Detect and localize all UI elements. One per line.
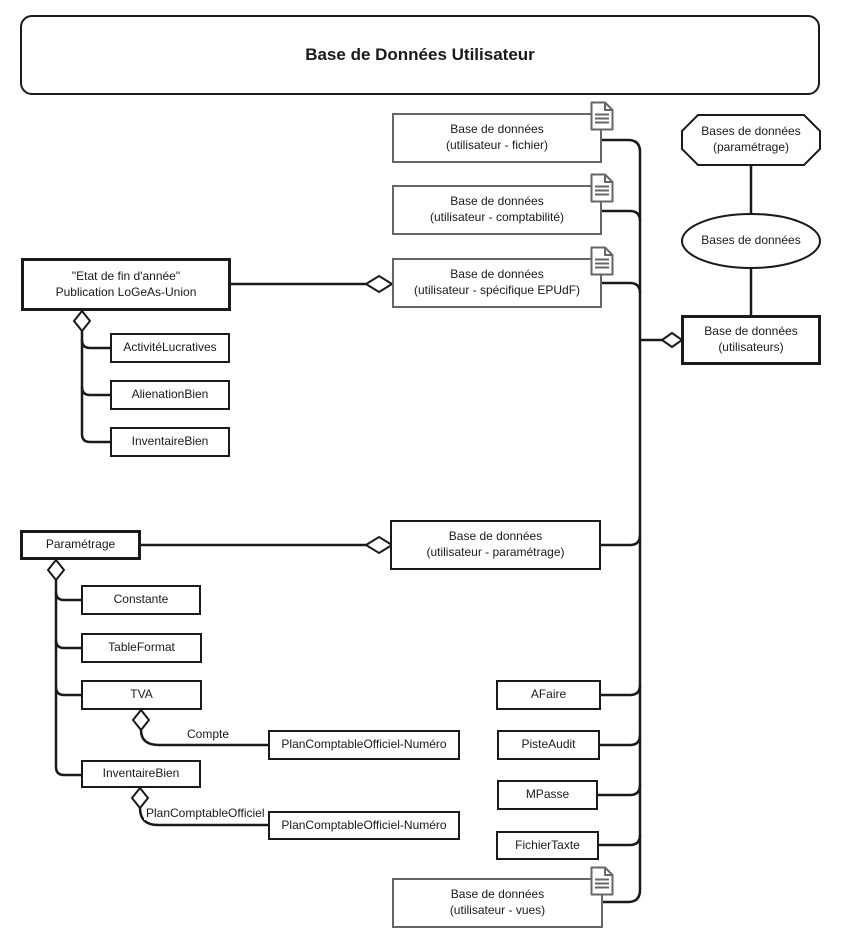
node-label: PisteAudit [521, 737, 576, 752]
edge-param-tva [54, 686, 81, 697]
node-label: "Etat de fin d'année" [71, 268, 181, 283]
node-label: PlanComptableOfficiel-Numéro [281, 817, 447, 832]
node-label: InventaireBien [131, 434, 209, 449]
edge-etat-activite [80, 339, 110, 350]
edge-label-compte: Compte [185, 727, 232, 741]
trunk-line [602, 138, 642, 904]
node-label: Base de données [450, 887, 545, 902]
diamond-utilisateurs [660, 331, 684, 349]
node-db-utilisateurs: Base de données (utilisateurs) [681, 315, 821, 365]
document-icon [590, 173, 614, 203]
diamond-inventairebien [130, 786, 150, 810]
edge-param-constante [54, 591, 81, 602]
node-inventaire-bien-etat: InventaireBien [110, 427, 230, 457]
diamond-db-parametrage [364, 535, 394, 555]
node-label: (utilisateur - spécifique EPUdF) [413, 283, 581, 297]
node-pco-numero-1: PlanComptableOfficiel-Numéro [268, 730, 460, 760]
node-label: AFaire [530, 687, 567, 702]
node-db-epudf: Base de données (utilisateur - spécifiqu… [392, 258, 602, 308]
node-label: Base de données [450, 267, 544, 282]
edge-afaire-trunk [601, 684, 642, 697]
node-label: (utilisateurs) [718, 340, 784, 354]
node-label: (paramétrage) [712, 140, 789, 154]
node-label: Base de données [450, 122, 544, 137]
diamond-epudf [364, 274, 394, 294]
edge-param-tableformat [54, 639, 81, 650]
edge-mpasse-trunk [598, 784, 642, 797]
node-label: Base de données [448, 529, 543, 544]
node-piste-audit: PisteAudit [497, 730, 600, 760]
edge-etat-inventaire [80, 433, 110, 444]
node-label: Base de données [704, 324, 798, 339]
edge-dbparam-trunk [601, 534, 642, 547]
node-inventaire-bien-param: InventaireBien [81, 760, 201, 788]
node-mpasse: MPasse [497, 780, 598, 810]
edge-pisteaudit-trunk [600, 734, 642, 747]
edge-param-inventaire [54, 766, 81, 777]
node-ellipse-bases: Bases de données [682, 214, 820, 268]
node-label: Paramétrage [45, 537, 116, 552]
diamond-etat [72, 309, 92, 333]
edge-comptabilite-trunk [602, 209, 642, 222]
node-db-parametrage: Base de données (utilisateur - paramétra… [390, 520, 601, 570]
node-pco-numero-2: PlanComptableOfficiel-Numéro [268, 811, 460, 840]
node-table-format: TableFormat [81, 633, 202, 663]
node-label: Base de données [450, 194, 544, 209]
diagram-title-text: Base de Données Utilisateur [305, 45, 535, 64]
node-label: InventaireBien [102, 766, 180, 781]
document-icon [590, 246, 614, 276]
node-label: PlanComptableOfficiel-Numéro [281, 737, 447, 752]
node-octagon-parametrage: Bases de données (paramétrage) [682, 115, 820, 165]
diamond-parametrage [46, 558, 66, 582]
octagon-shape [681, 114, 821, 166]
node-constante: Constante [81, 585, 201, 615]
node-label: (utilisateur - fichier) [445, 138, 549, 152]
document-icon [590, 101, 614, 131]
node-label: (utilisateur - comptabilité) [429, 210, 565, 224]
node-label: ActivitéLucratives [123, 340, 217, 355]
node-db-vues: Base de données (utilisateur - vues) [392, 878, 603, 928]
node-label: TableFormat [108, 640, 175, 655]
edge-inventaire-pco [138, 807, 268, 827]
node-label: MPasse [525, 787, 570, 802]
node-db-fichier: Base de données (utilisateur - fichier) [392, 113, 602, 163]
node-alienation-bien: AlienationBien [110, 380, 230, 410]
node-fichier-taxte: FichierTaxte [496, 831, 599, 860]
node-label: Publication LoGeAs-Union [55, 284, 197, 299]
node-tva: TVA [81, 680, 202, 710]
diamond-tva [131, 708, 151, 732]
edge-fichiertaxte-trunk [599, 834, 642, 847]
node-etat-fin-annee: "Etat de fin d'année" Publication LoGeAs… [21, 258, 231, 311]
edge-tva-pco [139, 729, 268, 747]
node-label: Bases de données [701, 124, 801, 139]
node-label: Constante [113, 592, 169, 607]
node-label: AlienationBien [131, 387, 209, 402]
node-label: TVA [130, 687, 153, 702]
edge-epudf-trunk [602, 281, 642, 294]
node-afaire: AFaire [496, 680, 601, 710]
node-db-comptabilite: Base de données (utilisateur - comptabil… [392, 185, 602, 235]
edge-label-plan-comptable-officiel: PlanComptableOfficiel [144, 806, 267, 820]
node-activite-lucratives: ActivitéLucratives [110, 333, 230, 363]
document-icon [590, 866, 614, 896]
node-label: (utilisateur - paramétrage) [426, 545, 565, 559]
node-label: FichierTaxte [515, 837, 580, 852]
node-label: (utilisateur - vues) [449, 903, 546, 917]
node-label: Bases de données [701, 233, 801, 248]
node-parametrage: Paramétrage [20, 530, 141, 560]
edge-etat-alienation [80, 386, 110, 397]
diagram-title: Base de Données Utilisateur [20, 15, 820, 95]
